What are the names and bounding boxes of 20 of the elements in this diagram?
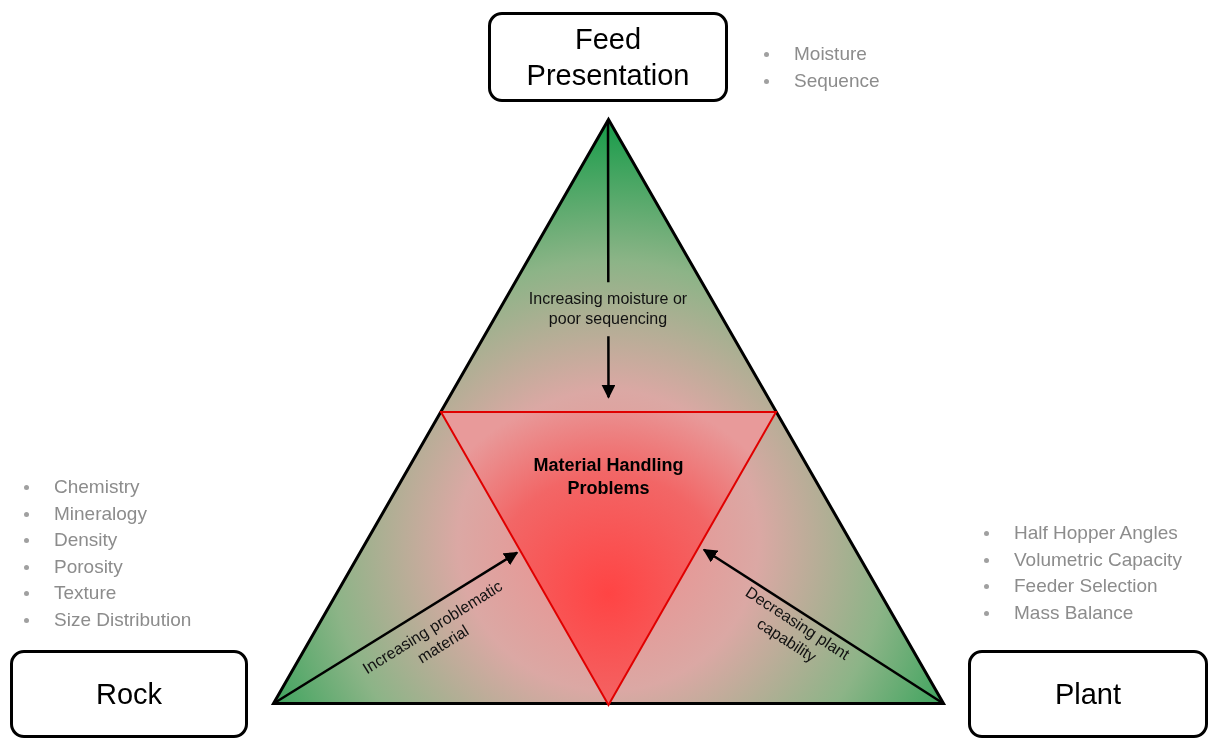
arrow bbox=[702, 548, 942, 704]
bullet-item: Density bbox=[54, 529, 118, 550]
bullet-item: Volumetric Capacity bbox=[1014, 548, 1182, 570]
bullet-item: Mineralogy bbox=[54, 502, 147, 524]
category-box: Plant bbox=[968, 650, 1208, 738]
title-text: Material Handling Problems bbox=[532, 454, 685, 501]
bullet-item: Mass Balance bbox=[1014, 601, 1134, 623]
bullet-item: Size Distribution bbox=[54, 608, 192, 630]
bullet-item: Sequence bbox=[794, 69, 880, 91]
bullet-item: Feeder Selection bbox=[1014, 575, 1158, 596]
bullet-item: Half Hopper Angles bbox=[1014, 522, 1178, 543]
bullet-item: Porosity bbox=[54, 555, 123, 577]
arrow bbox=[275, 551, 519, 704]
arrow bbox=[601, 118, 616, 399]
bullet-item: Moisture bbox=[794, 43, 867, 64]
category-box: Feed Presentation bbox=[488, 12, 728, 102]
bullet-item: Texture bbox=[54, 582, 117, 603]
bullet-item: Chemistry bbox=[54, 476, 140, 497]
edge-label: Increasing moisture or poor sequencing bbox=[527, 289, 689, 329]
category-box: Rock bbox=[10, 650, 248, 738]
